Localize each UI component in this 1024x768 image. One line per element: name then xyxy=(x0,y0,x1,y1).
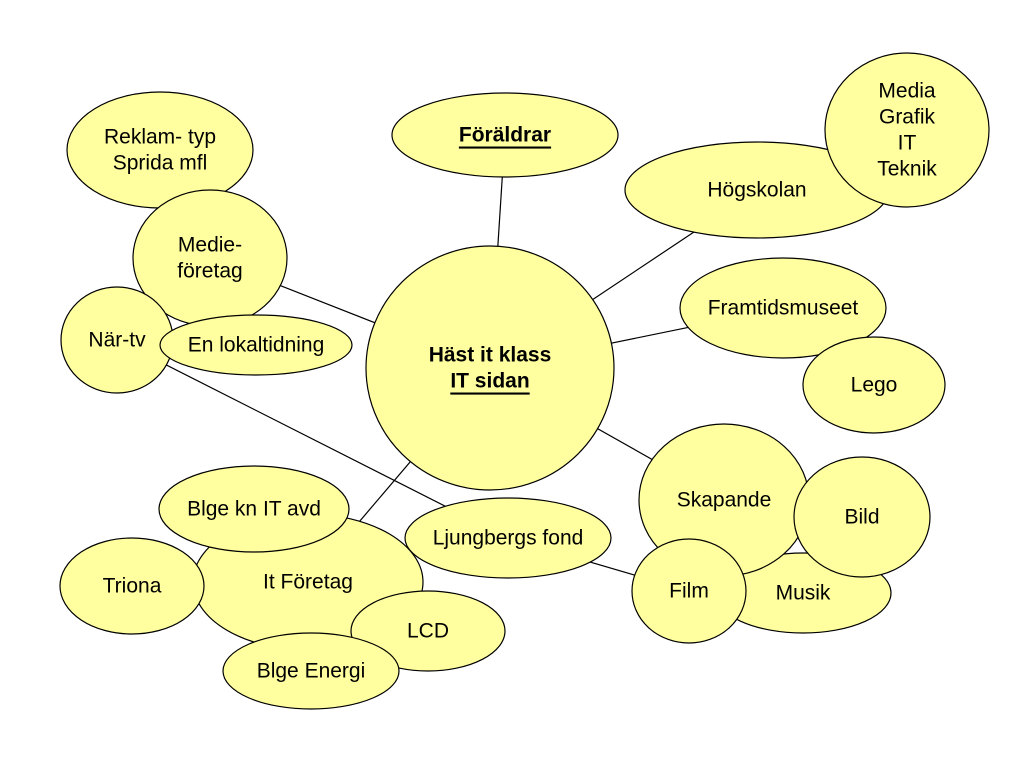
node-hogskolan-label-1: Högskolan xyxy=(707,179,806,202)
node-ljungbergs-fond: Ljungbergs fond xyxy=(404,497,612,579)
node-center-bubble xyxy=(365,245,615,491)
node-reklam-label-2: Sprida mfl xyxy=(113,152,208,175)
node-blge-energi-bubble xyxy=(222,632,400,710)
node-bild-label-1: Bild xyxy=(844,506,879,529)
node-it-foretag-label-1: It Företag xyxy=(263,571,353,594)
node-nartv: När-tv xyxy=(60,286,174,394)
node-lokaltidning-label-1: En lokaltidning xyxy=(188,334,325,357)
node-center-label-2: IT sidan xyxy=(450,370,529,393)
node-media-grafik-bubble xyxy=(824,52,990,208)
node-lokaltidning: En lokaltidning xyxy=(159,314,353,376)
node-lego: Lego xyxy=(802,336,946,434)
node-framtidsmuseet-bubble xyxy=(679,257,887,359)
node-framtidsmuseet: Framtidsmuseet xyxy=(679,257,887,359)
node-film-label-1: Film xyxy=(669,580,709,603)
node-blge-energi: Blge Energi xyxy=(222,632,400,710)
node-triona-bubble xyxy=(59,537,205,635)
node-lego-label-1: Lego xyxy=(851,374,898,397)
node-film-bubble xyxy=(631,538,747,644)
node-blge-kn-it-avd-bubble xyxy=(158,465,350,553)
node-foraldrar-label-1: Föräldrar xyxy=(459,124,551,147)
node-blge-kn-it-avd: Blge kn IT avd xyxy=(158,465,350,553)
node-ljungbergs-fond-bubble xyxy=(404,497,612,579)
node-media-grafik-label-1: Media xyxy=(878,80,936,103)
node-foraldrar: Föräldrar xyxy=(391,92,619,178)
node-lcd-label-1: LCD xyxy=(407,620,449,643)
node-reklam-label-1: Reklam- typ xyxy=(104,126,216,149)
node-foraldrar-bubble xyxy=(391,92,619,178)
node-lokaltidning-bubble xyxy=(159,314,353,376)
node-skapande-label-1: Skapande xyxy=(677,489,772,512)
node-hogskolan: Högskolan xyxy=(624,141,890,239)
node-media-grafik-label-3: IT xyxy=(898,132,917,155)
node-center: Häst it klass IT sidan xyxy=(365,245,615,491)
node-blge-kn-it-avd-label-1: Blge kn IT avd xyxy=(187,498,321,521)
node-triona-label-1: Triona xyxy=(103,575,162,598)
node-nartv-label-1: När-tv xyxy=(88,329,146,352)
node-blge-energi-label-1: Blge Energi xyxy=(257,660,366,683)
link-nartv-to-ljungbergs-fond xyxy=(116,339,509,539)
node-center-label-1: Häst it klass xyxy=(429,344,552,367)
node-ljungbergs-fond-label-1: Ljungbergs fond xyxy=(433,527,584,550)
node-lego-bubble xyxy=(802,336,946,434)
node-lcd-bubble xyxy=(350,590,506,672)
node-medieforetag-label-2: företag xyxy=(177,260,242,283)
node-framtidsmuseet-label-1: Framtidsmuseet xyxy=(708,297,859,320)
node-media-grafik-label-2: Grafik xyxy=(879,106,936,129)
node-bild-bubble xyxy=(793,456,931,578)
node-bild: Bild xyxy=(793,456,931,578)
node-triona: Triona xyxy=(59,537,205,635)
node-lcd: LCD xyxy=(350,590,506,672)
node-musik-label-1: Musik xyxy=(776,582,831,605)
node-film: Film xyxy=(631,538,747,644)
node-medieforetag-label-1: Medie- xyxy=(178,234,242,257)
node-medieforetag: Medie-företag xyxy=(132,189,288,327)
node-media-grafik-label-4: Teknik xyxy=(877,158,937,181)
